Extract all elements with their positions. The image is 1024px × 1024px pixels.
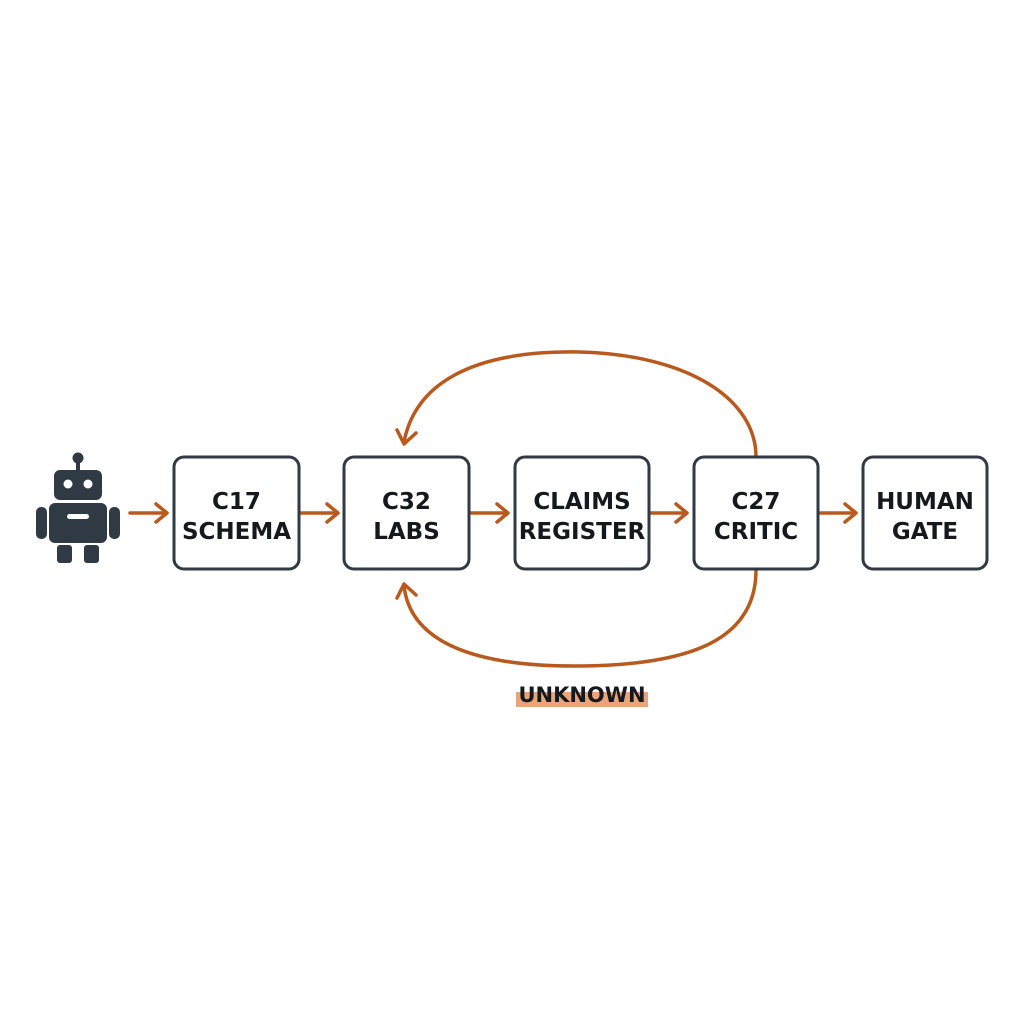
node-c27-critic: C27 CRITIC (692, 455, 820, 571)
robot-chest-light (67, 514, 89, 519)
node-label-line1: C17 (212, 489, 261, 515)
node-c17-schema: C17 SCHEMA (172, 455, 301, 571)
arrow-agent-to-c17 (128, 502, 169, 524)
robot-head (54, 470, 102, 500)
node-box (861, 455, 989, 571)
robot-antenna-tip (72, 452, 84, 464)
node-label-line1: CLAIMS (533, 489, 630, 515)
loop-label-highlight (516, 692, 648, 707)
node-claims-register: CLAIMS REGISTER (513, 455, 651, 571)
robot-body (49, 503, 107, 543)
arrow-c17-to-c32 (298, 502, 340, 524)
node-label-line2: GATE (892, 519, 958, 545)
robot-icon (36, 452, 120, 563)
loop-label: UNKNOWN (516, 683, 648, 707)
loop-arrow-top (395, 350, 758, 459)
loop-label-text: UNKNOWN (518, 683, 645, 707)
node-box (513, 455, 651, 571)
node-label-line1: C32 (382, 489, 431, 515)
node-c32-labs: C32 LABS (342, 455, 471, 571)
node-human-gate: HUMAN GATE (861, 455, 989, 571)
robot-arm-right (109, 507, 120, 539)
robot-eye-right (83, 479, 93, 489)
arrow-c27-to-human (817, 502, 858, 524)
robot-arm-left (36, 507, 47, 539)
arrow-c32-to-claims (468, 502, 510, 524)
robot-eye-left (63, 479, 73, 489)
arrow-claims-to-c27 (648, 502, 689, 524)
node-label-line2: LABS (373, 519, 440, 545)
node-box (172, 455, 301, 571)
node-label-line2: SCHEMA (182, 519, 291, 545)
node-box (342, 455, 471, 571)
loop-arrow-bottom (395, 568, 758, 668)
node-label-line2: REGISTER (519, 519, 646, 545)
node-label-line2: CRITIC (714, 519, 798, 545)
node-box (692, 455, 820, 571)
node-label-line1: HUMAN (876, 489, 974, 515)
robot-leg-right (84, 545, 99, 563)
node-label-line1: C27 (732, 489, 781, 515)
robot-leg-left (57, 545, 72, 563)
